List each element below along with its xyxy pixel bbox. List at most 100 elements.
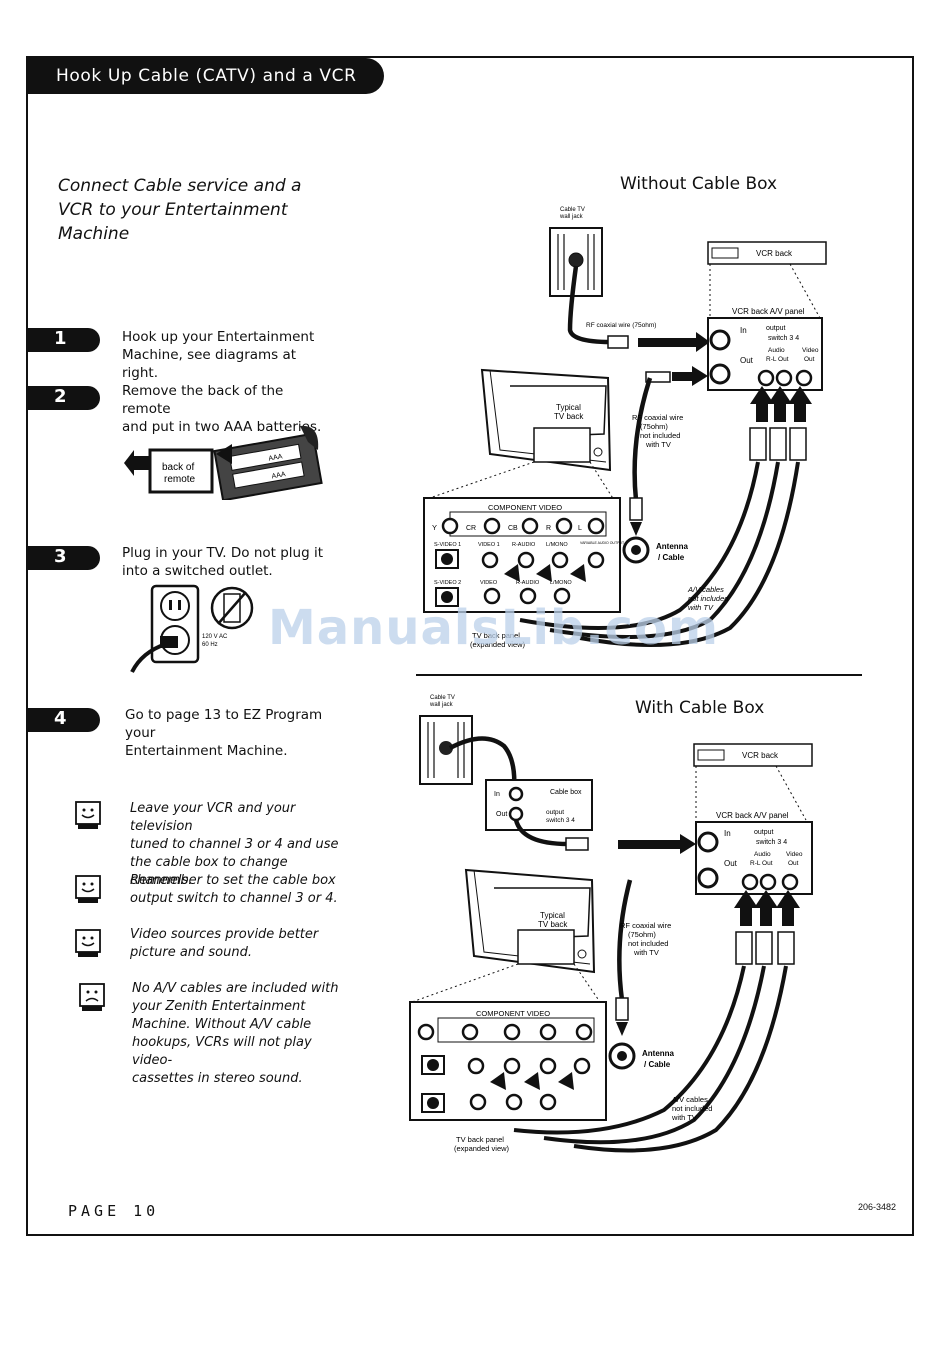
- tip-4-text: No A/V cables are included with your Zen…: [132, 980, 347, 1088]
- jack-l-label: L: [578, 525, 582, 532]
- vcr-in-jack: [709, 329, 731, 351]
- document-code: 206-3482: [858, 1202, 897, 1212]
- step-3-text: Plug in your TV. Do not plug it into a s…: [122, 544, 332, 580]
- rf-wire-label: RF coaxial wire (75ohm): [586, 322, 656, 329]
- lmono-label: L/MONO: [546, 542, 568, 548]
- rf-wire2-label-4: with TV: [633, 948, 659, 957]
- outlet-frequency: 60 Hz: [202, 642, 218, 648]
- header-bar: [26, 58, 384, 94]
- tv-back-panel-label-2: (expanded view): [454, 1144, 510, 1153]
- step-4-number: 4: [54, 708, 67, 729]
- rf-connector: [607, 335, 629, 349]
- rf-coax-cable-2: [632, 377, 653, 501]
- av-cable-3: [579, 461, 800, 648]
- vcr-panel-label: VCR back A/V panel: [732, 307, 805, 316]
- typical-tv-label-1: Typical: [540, 911, 565, 920]
- cable-box-label: Cable box: [550, 789, 582, 796]
- coax-wall-to-box: [448, 736, 517, 791]
- watermark: ManualsLib.com: [268, 600, 719, 656]
- step-2-text: Remove the back of the remote and put in…: [122, 382, 332, 436]
- step-1-line-1: Hook up your Entertainment: [122, 329, 315, 345]
- cable-box-switch-2: switch 3 4: [546, 817, 575, 824]
- tip-1-line-3: the cable box to change channels.: [130, 855, 288, 888]
- page-number: PAGE 10: [68, 1202, 160, 1220]
- video-label-1: Video: [786, 851, 803, 858]
- step-3-tab: 3: [28, 546, 100, 570]
- vcr-in-label: In: [724, 829, 731, 838]
- arrow-to-vcr-in: [638, 338, 698, 347]
- diagram-bottom-title: With Cable Box: [635, 698, 765, 718]
- intro-heading: Connect Cable service and a VCR to your …: [58, 174, 358, 246]
- vcr-back-label: VCR back: [756, 249, 793, 258]
- battery-1-label: AAA: [268, 453, 283, 462]
- rf-wire2-label-2: (75ohm): [628, 930, 656, 939]
- component-video-label: COMPONENT VIDEO: [488, 503, 562, 512]
- tip-3-line-2: picture and sound.: [130, 945, 253, 960]
- diagram-with-cable-box: Cable TV wall jack Cable box In Out outp…: [409, 695, 813, 1153]
- step-1-tab: 1: [28, 328, 100, 352]
- cable-box-in-label: In: [494, 791, 500, 798]
- step-1-number: 1: [54, 328, 67, 349]
- step-3-line-2: into a switched outlet.: [122, 563, 273, 579]
- step-3-number: 3: [54, 546, 67, 567]
- tip-3-text: Video sources provide better picture and…: [130, 926, 345, 962]
- step-2-line-2: and put in two AAA batteries.: [122, 419, 322, 435]
- tip-4-line-5: cassettes in stereo sound.: [132, 1071, 303, 1086]
- video-label-1: Video: [802, 347, 819, 354]
- tip-4-line-4: hookups, VCRs will not play video-: [132, 1035, 312, 1068]
- step-4-line-1: Go to page 13 to EZ Program your: [125, 707, 323, 741]
- output-switch-label-1: output: [766, 325, 786, 332]
- step-2-number: 2: [54, 386, 67, 407]
- step-2-line-1: Remove the back of the remote: [122, 383, 284, 417]
- tip-3-line-1: Video sources provide better: [130, 927, 319, 942]
- jack-cr-label: CR: [466, 525, 476, 532]
- rf-wire2-label-2: (75ohm): [640, 422, 668, 431]
- sad-face-icon: [79, 983, 105, 1011]
- remote-body: [213, 432, 323, 500]
- arrow-tail-left: [130, 456, 150, 470]
- jack-cb-label: CB: [508, 525, 518, 532]
- rf-wire2-label-3: not included: [640, 431, 680, 440]
- av-cable-2: [543, 965, 766, 1145]
- av-cable-3: [573, 965, 788, 1153]
- tv-back-panel-label-1: TV back panel: [472, 631, 520, 640]
- battery-cover: [300, 425, 319, 450]
- page-frame: [26, 56, 914, 1236]
- cable-box-switch-1: output: [546, 809, 564, 816]
- typical-tv-label-2: TV back: [538, 920, 568, 929]
- raudio2-label: R-AUDIO: [516, 580, 540, 586]
- raudio-label: R-AUDIO: [512, 542, 536, 548]
- video2-label: VIDEO: [480, 580, 498, 586]
- tip-4-line-3: Machine. Without A/V cable: [132, 1017, 312, 1032]
- tip-1-line-2: tuned to channel 3 or 4 and use: [130, 837, 339, 852]
- remote-battery-illustration: back of remote AAA AAA: [124, 425, 323, 500]
- outlet-voltage: 120 V AC: [202, 634, 228, 640]
- remote-label-line-1: back of: [162, 462, 194, 473]
- rf-wire2-label-1: RF coaxial wire: [632, 413, 683, 422]
- remote-label-line-2: remote: [164, 474, 196, 485]
- diagram-top-title: Without Cable Box: [620, 174, 778, 194]
- wall-jack-label-2: wall jack: [559, 214, 584, 220]
- vcr-out-label: Out: [724, 859, 738, 868]
- typical-tv-label-2: TV back: [554, 412, 584, 421]
- vcr-out-jack: [709, 363, 731, 385]
- antenna-label-2: / Cable: [658, 553, 685, 562]
- output-switch-label-2: switch 3 4: [756, 839, 787, 846]
- happy-face-icon: [75, 875, 101, 903]
- rf-wire2-label-4: with TV: [645, 440, 671, 449]
- page-title: Hook Up Cable (CATV) and a VCR: [56, 66, 357, 86]
- audio-label-2: R-L Out: [766, 356, 789, 363]
- step-1-line-2: Machine, see diagrams at right.: [122, 347, 297, 381]
- cable-box-out-label: Out: [496, 811, 507, 818]
- happy-face-icon: [75, 929, 101, 957]
- battery-2: [232, 461, 305, 489]
- battery-2-label: AAA: [271, 471, 286, 480]
- vcr-back-label: VCR back: [742, 751, 779, 760]
- vcr-in-label: In: [740, 326, 747, 335]
- rf-coax-cable-1: [567, 265, 611, 345]
- intro-line-2: VCR to your Entertainment Machine: [58, 200, 288, 244]
- typical-tv-label-1: Typical: [556, 403, 581, 412]
- av-cable-1: [513, 965, 746, 1135]
- svideo1-label: S-VIDEO 1: [434, 542, 461, 548]
- diagram-without-cable-box: Cable TV wall jack RF coaxial wire (75oh…: [423, 207, 827, 649]
